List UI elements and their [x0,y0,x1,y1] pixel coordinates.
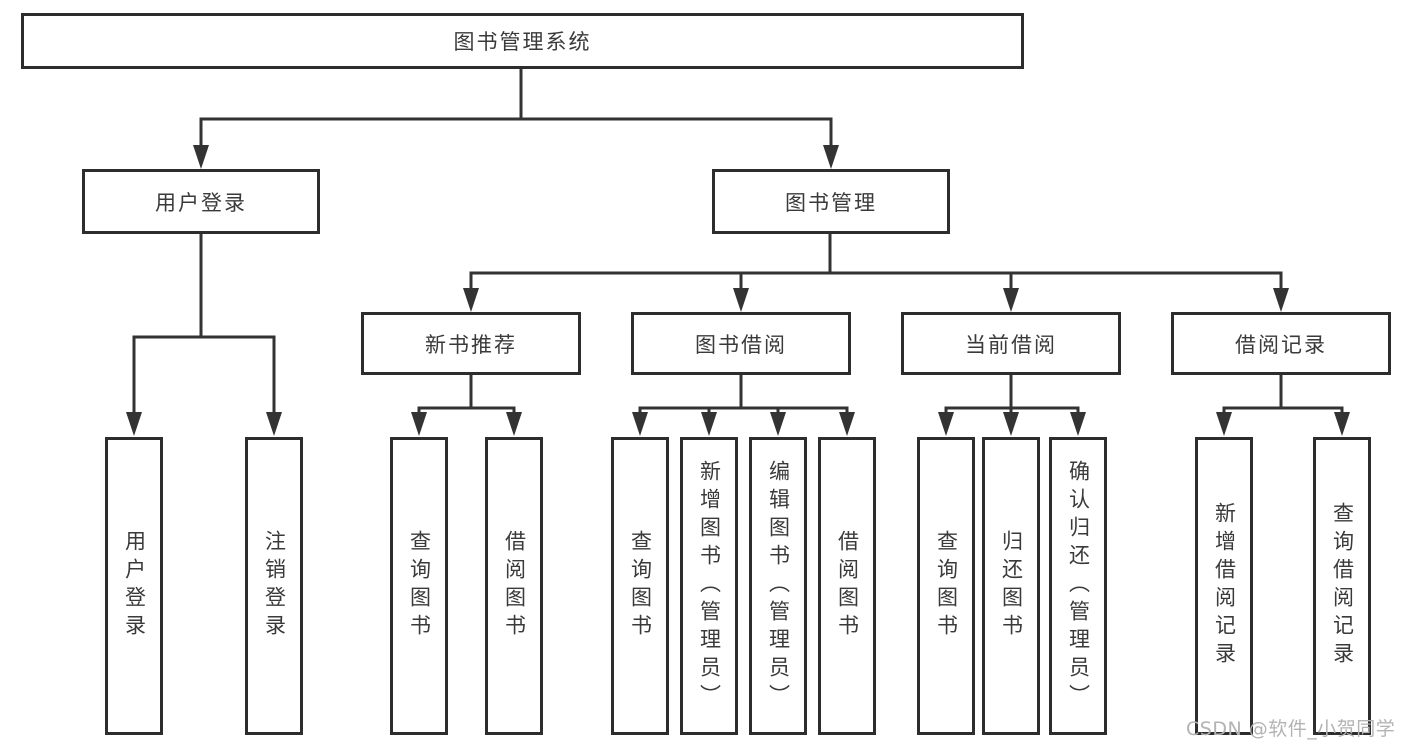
leaf-label: 用户登录 [122,530,147,642]
node-book-borrowing: 图书借阅 [631,312,851,375]
leaf-query-books-borrowing: 查询图书 [611,437,669,735]
node-label: 图书管理 [785,190,877,215]
leaf-return-books: 归还图书 [982,437,1040,735]
node-root-library-system: 图书管理系统 [21,13,1024,69]
node-label: 图书借阅 [695,332,787,357]
node-book-management-group: 图书管理 [712,169,950,234]
leaf-label: 查询图书 [628,530,653,642]
node-new-book-recommend: 新书推荐 [361,312,581,375]
node-label: 用户登录 [155,190,247,215]
leaf-user-login: 用户登录 [105,437,163,735]
leaf-label: 确认归还（管理员） [1066,460,1091,712]
leaf-label: 新增借阅记录 [1212,502,1237,670]
node-current-borrowing: 当前借阅 [901,312,1121,375]
leaf-query-borrow-record: 查询借阅记录 [1313,437,1371,735]
arrowhead-icons [126,145,1350,436]
leaf-label: 归还图书 [999,530,1024,642]
node-label: 当前借阅 [965,332,1057,357]
csdn-watermark: CSDN @软件_小贺同学 [1186,718,1396,740]
leaf-label: 借阅图书 [835,530,860,642]
leaf-label: 查询图书 [407,530,432,642]
leaf-borrow-books-recommend: 借阅图书 [485,437,543,735]
node-label: 借阅记录 [1235,332,1327,357]
leaf-label: 查询借阅记录 [1330,502,1355,670]
leaf-add-books-admin: 新增图书（管理员） [680,437,738,735]
leaf-edit-books-admin: 编辑图书（管理员） [749,437,807,735]
leaf-label: 编辑图书（管理员） [766,460,791,712]
node-label: 图书管理系统 [453,30,592,54]
node-user-login-group: 用户登录 [82,169,320,234]
leaf-add-borrow-record: 新增借阅记录 [1195,437,1253,735]
leaf-logout-login: 注销登录 [245,437,303,735]
node-label: 新书推荐 [425,332,517,357]
leaf-label: 注销登录 [262,530,287,642]
leaf-query-books-current: 查询图书 [917,437,975,735]
leaf-confirm-return-admin: 确认归还（管理员） [1049,437,1107,735]
leaf-borrow-books-borrowing: 借阅图书 [818,437,876,735]
node-borrowing-records: 借阅记录 [1171,312,1391,375]
leaf-query-books-recommend: 查询图书 [390,437,448,735]
leaf-label: 借阅图书 [502,530,527,642]
leaf-label: 查询图书 [934,530,959,642]
leaf-label: 新增图书（管理员） [697,460,722,712]
